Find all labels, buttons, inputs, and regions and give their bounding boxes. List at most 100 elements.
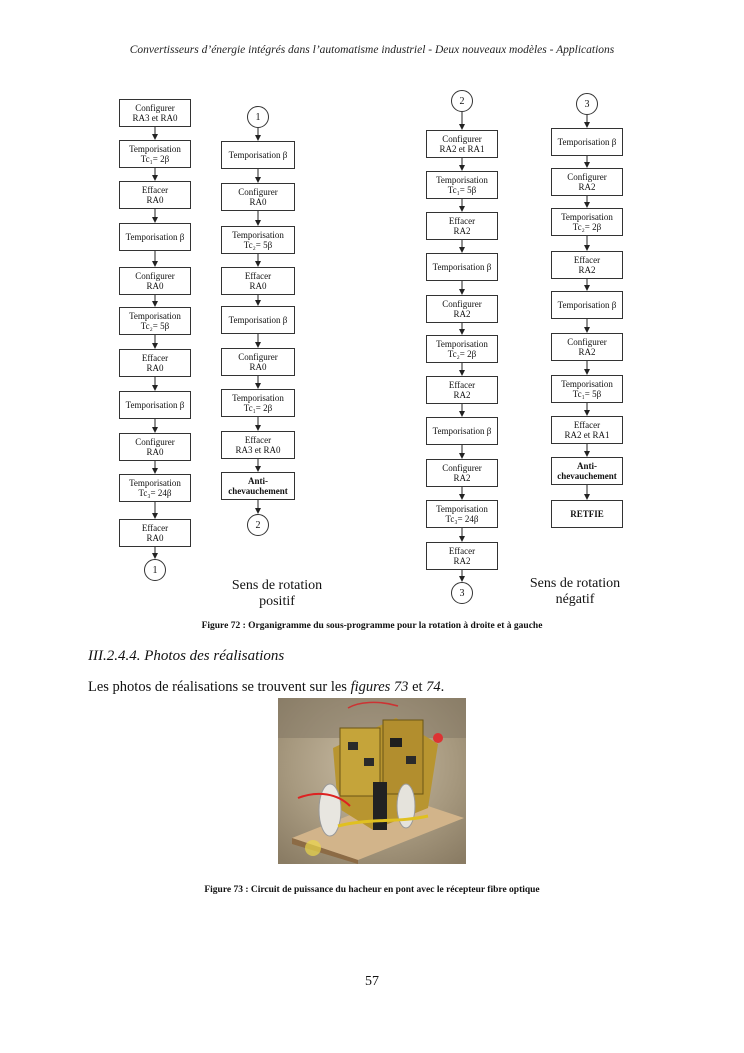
flow-step-line: Effacer: [448, 546, 476, 556]
flow-step-line: Temporisation: [129, 478, 181, 488]
flow-step-line: chevauchement: [228, 486, 288, 496]
flow-step-line: Effacer: [573, 255, 601, 265]
flow-step-line: Temporisation: [561, 379, 613, 389]
flow-step-line: RA2: [453, 556, 471, 566]
para-fig-ref-74: 74: [426, 679, 441, 695]
flow-step-line: RA0: [146, 195, 164, 205]
flow-step-line: RA2: [453, 309, 471, 319]
connector-circle: 1: [247, 106, 269, 128]
section-title: III.2.4.4. Photos des réalisations: [88, 648, 285, 664]
circuit-photo: [278, 698, 466, 864]
flow-step-line: Tc₃= 24β: [445, 514, 479, 524]
figure-72-caption: Figure 72 : Organigramme du sous-program…: [201, 621, 543, 631]
flow-step-line: Temporisation: [436, 339, 488, 349]
flow-step-line: Effacer: [141, 353, 169, 363]
flow-step-line: Temporisation: [129, 144, 181, 154]
para-text-2: et: [408, 679, 427, 695]
sens-negatif-line1: Sens de rotation: [529, 576, 621, 591]
connector-circle: 1: [144, 559, 166, 581]
sens-positif-line2: positif: [259, 594, 295, 609]
flow-step-line: Temporisation: [232, 393, 284, 403]
flow-step-line: Temporisation β: [557, 300, 617, 310]
flow-step-line: Anti-: [577, 461, 597, 471]
sens-negatif-line2: négatif: [555, 592, 595, 607]
flow-step-line: Tc₁= 5β: [447, 185, 477, 195]
flow-step-line: Configurer: [567, 337, 607, 347]
para-fig-ref-73: figures 73: [350, 679, 409, 695]
flow-step: RETFIE: [551, 500, 623, 528]
flow-step: Temporisation β: [119, 223, 191, 251]
flow-step-line: Temporisation: [561, 212, 613, 222]
flow-step-line: Tc₁= 5β: [572, 389, 602, 399]
flow-step-line: Temporisation β: [228, 315, 288, 325]
flow-step-line: Temporisation β: [432, 426, 492, 436]
flow-step-line: RA2: [453, 226, 471, 236]
flow-step-line: Configurer: [238, 187, 278, 197]
flow-step-line: RA2: [453, 473, 471, 483]
flow-step-line: RA2 et RA1: [439, 144, 485, 154]
flow-step-line: Temporisation: [232, 230, 284, 240]
flow-step: Temporisation β: [426, 253, 498, 281]
flow-step-line: Effacer: [573, 420, 601, 430]
flow-step: Temporisation β: [221, 141, 295, 169]
flow-step-line: Configurer: [567, 172, 607, 182]
connector-circle: 2: [451, 90, 473, 112]
flow-step-line: RA0: [146, 281, 164, 291]
flow-step-line: RA0: [146, 447, 164, 457]
flow-step-line: Configurer: [442, 463, 482, 473]
flow-step: Temporisation β: [551, 128, 623, 156]
flow-step-line: RA2: [578, 182, 596, 192]
flow-step: Temporisation β: [426, 417, 498, 445]
flow-step-line: RA2 et RA1: [564, 430, 610, 440]
flow-step-line: Configurer: [442, 134, 482, 144]
para-text-3: .: [440, 679, 445, 695]
flowchart-arrows: [152, 112, 590, 582]
flow-step: Temporisation β: [551, 291, 623, 319]
flow-step-line: Tc₁= 2β: [140, 154, 170, 164]
flow-step-line: Configurer: [442, 299, 482, 309]
flow-step-line: RA2: [578, 347, 596, 357]
flow-step-line: Configurer: [135, 271, 175, 281]
flow-step-line: Tc₂= 2β: [447, 349, 477, 359]
flow-step-line: Effacer: [141, 523, 169, 533]
flow-step: Anti-chevauchement: [551, 457, 623, 485]
flow-step-line: Temporisation β: [125, 232, 185, 242]
flow-step-line: Tc₃= 24β: [138, 488, 172, 498]
flow-step-line: RA3 et RA0: [132, 113, 178, 123]
flow-step-line: chevauchement: [557, 471, 617, 481]
flow-step-line: Effacer: [141, 185, 169, 195]
running-header: Convertisseurs d’énergie intégrés dans l…: [129, 44, 615, 56]
flow-step-line: Effacer: [448, 380, 476, 390]
flow-step-line: Effacer: [244, 435, 272, 445]
flow-step-line: RA0: [249, 362, 267, 372]
flow-step-line: Configurer: [135, 437, 175, 447]
paragraph: Les photos de réalisations se trouvent s…: [88, 679, 444, 696]
flow-step-line: RA2: [453, 390, 471, 400]
sens-positif-label: Sens de rotation positif: [222, 578, 332, 610]
flow-step-line: Temporisation β: [228, 150, 288, 160]
flow-step-line: Tc₁= 2β: [243, 403, 273, 413]
flow-step-line: RA0: [249, 197, 267, 207]
flow-step-line: Effacer: [244, 271, 272, 281]
flow-step-line: Effacer: [448, 216, 476, 226]
flow-step-line: RETFIE: [570, 509, 604, 519]
